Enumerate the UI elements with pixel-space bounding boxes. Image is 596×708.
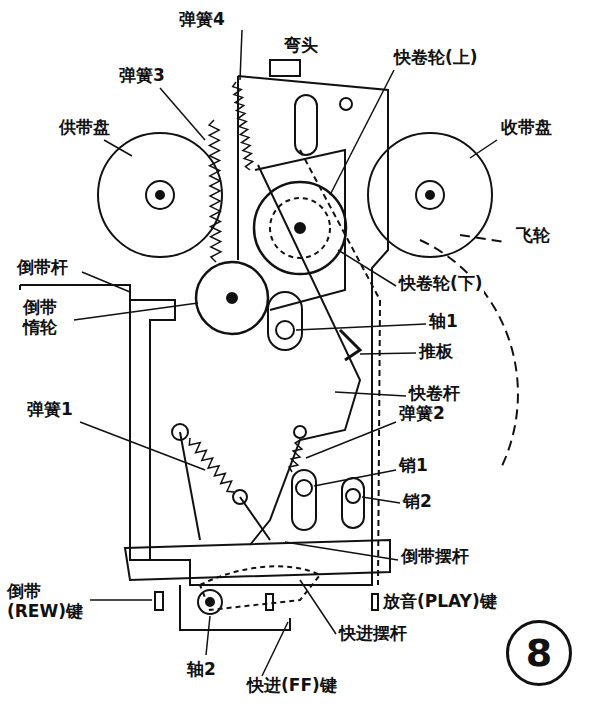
part-label: 弹簧2 [398, 404, 446, 424]
part-label: 销1 [398, 456, 429, 476]
fast-wind-wheel-upper [254, 182, 346, 274]
rewind-lever [20, 285, 175, 560]
part-label: 快卷杆 [408, 384, 461, 404]
part-label: 快进(FF)键 [246, 676, 338, 696]
leader-line [82, 272, 130, 292]
spring-coil [233, 82, 253, 170]
part-label: 倒带摆杆 [400, 547, 470, 567]
rewind-swing-lever [125, 540, 390, 580]
part-label: 轴1 [428, 312, 459, 332]
part-label: 收带盘 [500, 118, 553, 138]
shaft-1 [276, 321, 294, 339]
slot [295, 95, 317, 155]
rewind-lever-end [19, 285, 21, 290]
leader-line [330, 70, 394, 195]
supply-reel [98, 133, 222, 257]
rew-key [155, 592, 163, 610]
pin2-slot [342, 478, 364, 528]
part-label: 推板 [418, 342, 454, 362]
leader-line [300, 580, 336, 634]
takeup-reel [368, 133, 492, 257]
springs [189, 82, 302, 492]
leader-line [306, 422, 396, 458]
idler-axle [227, 293, 237, 303]
part-label: 弹簧3 [118, 66, 166, 86]
part-label: 快卷轮(上) [393, 48, 479, 68]
leader-line [160, 88, 205, 140]
part-label: 弹簧1 [26, 400, 74, 420]
leader-line [104, 140, 132, 156]
leader-line [296, 324, 426, 330]
leader-line [338, 250, 396, 286]
leader-line [206, 616, 210, 655]
shaft-2-center [206, 598, 214, 606]
chassis-plate [130, 76, 388, 585]
play-key [372, 594, 378, 610]
rewind-idler [196, 262, 268, 334]
reel-hub [416, 181, 444, 209]
part-label: 供带盘 [58, 118, 111, 138]
figure-number: 8 [526, 631, 552, 675]
spring2-anchor [294, 426, 306, 438]
ff-key [266, 594, 273, 610]
leader-line [80, 422, 205, 470]
ff-swing-lever [200, 566, 320, 610]
shaft1-slot [268, 292, 302, 350]
part-label: 倒带 惰轮 [22, 298, 64, 337]
part-label: 快卷轮(下) [398, 274, 484, 294]
leader-line [314, 470, 396, 486]
hub-pin [156, 191, 164, 199]
rivet [340, 98, 352, 110]
pin-1 [296, 480, 312, 496]
leader-line [335, 392, 406, 396]
leader-line [362, 497, 400, 503]
leader-line [285, 542, 398, 560]
pin-2 [346, 489, 360, 503]
spring-coil [209, 120, 221, 262]
leader-line [90, 599, 152, 601]
part-label: 弹簧4 [178, 10, 226, 30]
part-label: 倒带杆 [16, 258, 69, 278]
part-label: 弯头 [283, 36, 319, 56]
part-label: 轴2 [186, 660, 217, 680]
push-plate-tab [340, 330, 360, 360]
part-label: 销2 [402, 492, 433, 512]
wheel-axle [295, 223, 305, 233]
shaft-2 [198, 590, 222, 614]
leader-line [360, 353, 416, 354]
spring-coil [289, 440, 302, 472]
reel-hub [146, 181, 174, 209]
pin1-slot [292, 470, 316, 530]
bent-tab [270, 60, 300, 76]
spring-coil [189, 438, 234, 492]
leader-line [74, 303, 198, 320]
part-label: 倒带 (REW)键 [6, 582, 90, 621]
fast-wind-lever [250, 165, 360, 545]
push-plate [300, 150, 380, 585]
leader-lines [74, 30, 497, 676]
lever-link [180, 432, 270, 540]
leader-line [240, 30, 242, 80]
part-label: 飞轮 [515, 226, 551, 246]
flywheel-edge [460, 235, 505, 242]
figure-number-circle: 8 [506, 620, 572, 686]
leader-line [262, 622, 288, 676]
ff-key-lever [180, 585, 290, 630]
hub-pin [426, 191, 434, 199]
part-label: 快进摆杆 [338, 624, 408, 644]
fast-wind-bracket [255, 150, 345, 310]
leader-line [470, 140, 497, 158]
part-label: 放音(PLAY)键 [382, 592, 498, 612]
